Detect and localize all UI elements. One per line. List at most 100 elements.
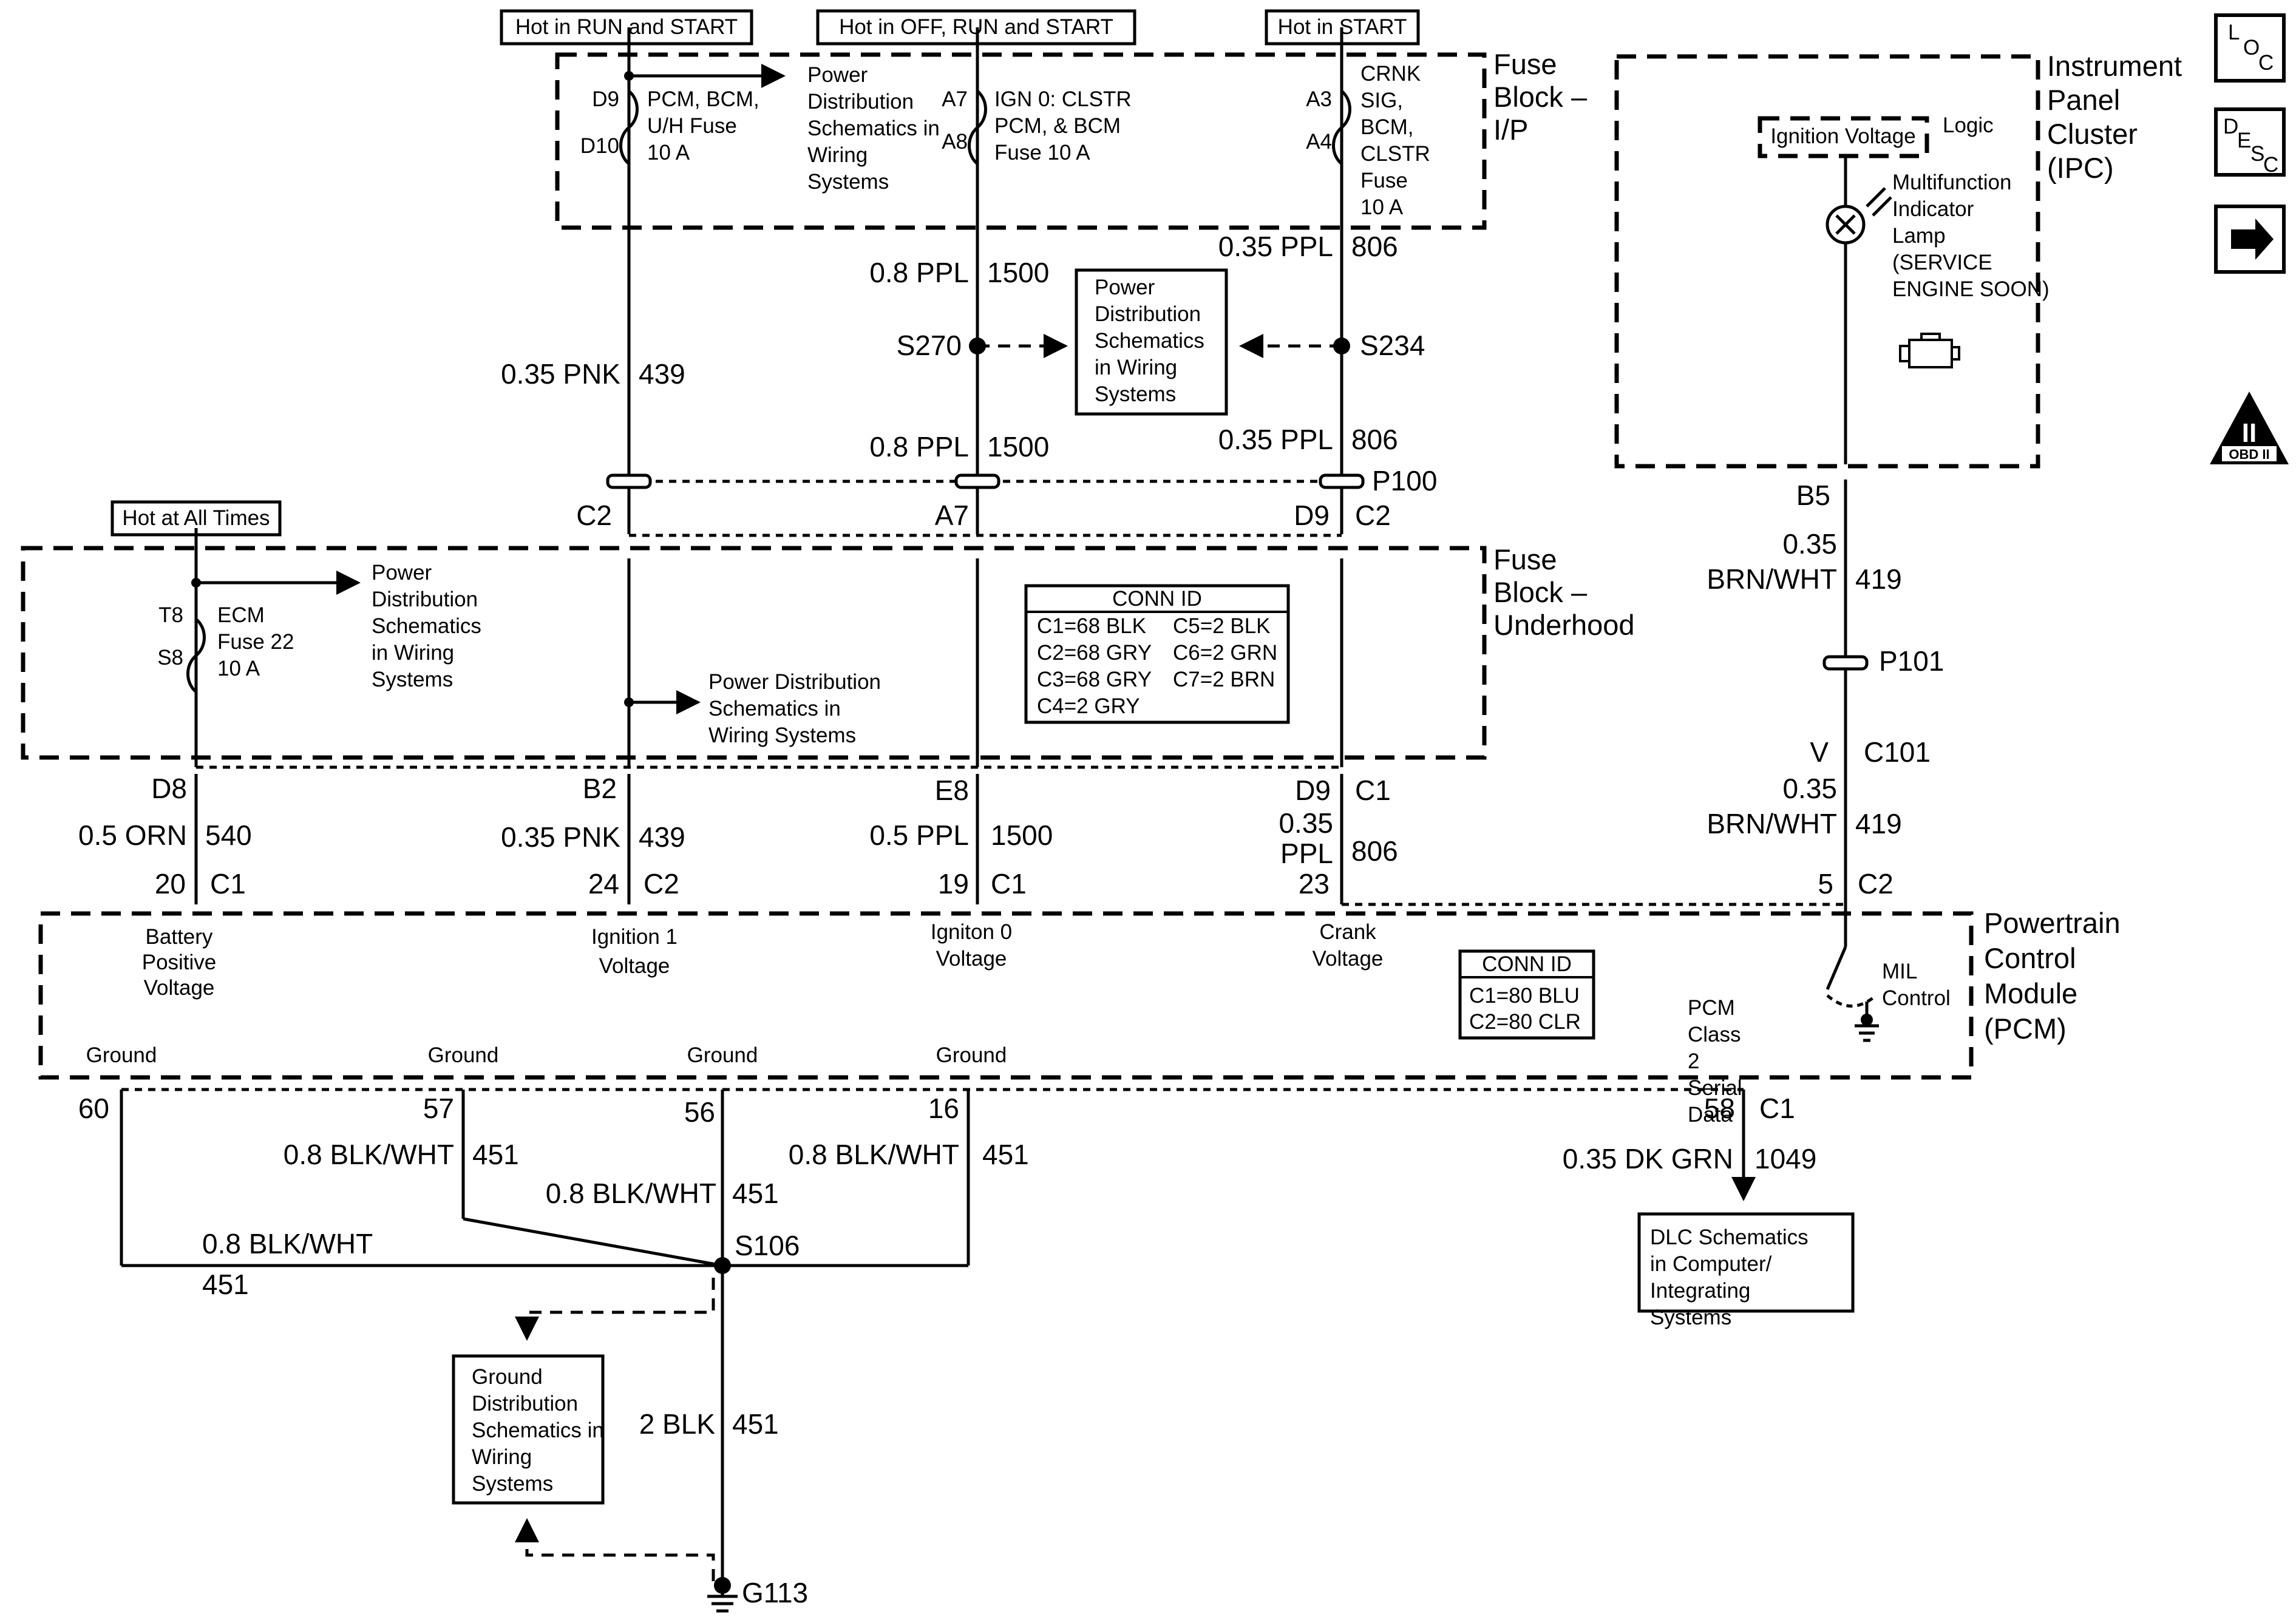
pin-24: 24 bbox=[588, 868, 619, 900]
wire-439-upper-gauge: 0.35 PNK bbox=[501, 358, 620, 390]
wire-1500-upper-circuit: 1500 bbox=[987, 257, 1049, 288]
loc-icon: L O C bbox=[2214, 13, 2286, 83]
conn-id-fuse-cell: C6=2 GRN bbox=[1173, 641, 1277, 665]
loc-icon-letter: O bbox=[2243, 36, 2260, 59]
fuse-ign0-icon bbox=[968, 90, 987, 165]
connector-p101 bbox=[1822, 655, 1869, 671]
label-line: Instrument bbox=[2047, 50, 2182, 82]
wire-1500-lower-gauge: 0.5 PPL bbox=[869, 819, 969, 851]
connector-c101-label: C101 bbox=[1864, 736, 1931, 768]
label-line: 0.35 bbox=[1279, 807, 1333, 839]
wire-451-56-circuit: 451 bbox=[732, 1178, 779, 1209]
label-line: Positive bbox=[142, 951, 217, 974]
label-line: Underhood bbox=[1493, 609, 1635, 641]
label-line: Battery bbox=[146, 925, 213, 949]
wire-451-main-circuit: 451 bbox=[732, 1408, 779, 1440]
label-line: Distribution bbox=[807, 90, 914, 114]
pin-5: 5 bbox=[1818, 868, 1833, 900]
label-hot-start: Hot in START bbox=[1278, 15, 1407, 39]
label-line: Indicator bbox=[1892, 197, 1974, 221]
wire-806-upper-gauge: 0.35 PPL bbox=[1218, 231, 1333, 262]
label-line: 2 bbox=[1688, 1049, 1699, 1073]
wire-451-60-gauge: 0.8 BLK/WHT bbox=[202, 1228, 373, 1259]
label-line: (SERVICE bbox=[1892, 251, 1992, 274]
conn-c2-ip-806: C2 bbox=[1355, 500, 1391, 531]
pcm-ground-label: Ground bbox=[428, 1043, 499, 1067]
label-line: in Computer/ bbox=[1650, 1252, 1772, 1276]
label-line: Block – bbox=[1493, 576, 1588, 608]
conn-c1-58: C1 bbox=[1759, 1093, 1795, 1124]
fuse-ign0-term-a: A7 bbox=[942, 87, 968, 111]
fuse-crnk-term-b: A4 bbox=[1306, 130, 1332, 154]
label-line: Schematics in bbox=[807, 117, 940, 140]
label-line: Ignition 1 bbox=[591, 925, 678, 949]
conn-id-fuse-cell: C1=68 BLK bbox=[1037, 614, 1146, 638]
ignition-voltage-box bbox=[1758, 116, 1929, 158]
label-line: Schematics in bbox=[708, 697, 841, 720]
label-line: SIG, bbox=[1360, 89, 1403, 112]
wire-451-57-gauge: 0.8 BLK/WHT bbox=[284, 1139, 454, 1170]
fuse-pcm-term-a: D9 bbox=[592, 87, 619, 111]
label-line: 10 A bbox=[217, 657, 260, 680]
wire-806-mid-circuit: 806 bbox=[1351, 424, 1398, 455]
conn-b2: B2 bbox=[583, 773, 617, 804]
indicator-lamp-icon bbox=[1826, 187, 1892, 245]
fuse-ecm-term-a: T8 bbox=[158, 603, 183, 627]
label-line: Multifunction bbox=[1892, 171, 2011, 194]
conn-id-fuse-cell: C7=2 BRN bbox=[1173, 668, 1275, 691]
label-line: Powertrain bbox=[1984, 907, 2121, 939]
conn-id-fuse-cell: C4=2 GRY bbox=[1037, 694, 1140, 718]
wire-451-60-circuit: 451 bbox=[202, 1269, 249, 1300]
conn-id-pcm-title: CONN ID bbox=[1482, 952, 1572, 976]
label-line: Systems bbox=[1650, 1306, 1731, 1329]
label-line: Power Distribution bbox=[708, 670, 881, 694]
conn-d9b: D9 bbox=[1295, 775, 1331, 806]
wire-806-lower-circuit: 806 bbox=[1351, 835, 1398, 867]
conn-e8: E8 bbox=[935, 775, 969, 806]
wire-451-16-gauge: 0.8 BLK/WHT bbox=[789, 1139, 959, 1170]
pin-16: 16 bbox=[928, 1093, 959, 1124]
label-line: Ground bbox=[472, 1365, 543, 1389]
label-line: Systems bbox=[807, 170, 889, 194]
wire-1500-upper-gauge: 0.8 PPL bbox=[869, 257, 969, 288]
wire-419-lower-circuit: 419 bbox=[1855, 808, 1902, 839]
fuse-block-ip-box bbox=[555, 52, 1487, 230]
wire-1500-lower-circuit: 1500 bbox=[991, 819, 1053, 851]
label-line: Schematics bbox=[1095, 329, 1204, 353]
wire-451-57-circuit: 451 bbox=[472, 1139, 519, 1170]
label-line: Distribution bbox=[472, 1392, 578, 1415]
label-line: Power bbox=[372, 561, 432, 585]
fuse-pcm-bcm-icon bbox=[619, 90, 639, 165]
label-line: Igniton 0 bbox=[931, 920, 1012, 944]
connector-p100-label: P100 bbox=[1372, 465, 1437, 497]
label-hot-run-start: Hot in RUN and START bbox=[515, 15, 738, 39]
conn-d9: D9 bbox=[1294, 500, 1330, 531]
label-line: (PCM) bbox=[1984, 1012, 2067, 1045]
fuse-block-underhood-box bbox=[21, 546, 1487, 760]
ground-g113: G113 bbox=[742, 1577, 808, 1609]
label-line: IGN 0: CLSTR bbox=[994, 87, 1132, 111]
label-line: BCM, bbox=[1360, 115, 1414, 139]
splice-s234: S234 bbox=[1360, 330, 1425, 361]
fuse-ign0-term-b: A8 bbox=[942, 130, 968, 154]
fuse-crnk-term-a: A3 bbox=[1306, 87, 1332, 111]
conn-a7: A7 bbox=[935, 500, 969, 531]
label-line: Wiring bbox=[807, 143, 868, 167]
loc-icon-letter: L bbox=[2228, 21, 2240, 44]
label-line: Data bbox=[1688, 1103, 1733, 1127]
splice-s234-dot bbox=[1333, 337, 1350, 354]
next-arrow-icon[interactable] bbox=[2214, 205, 2286, 274]
wire-806-upper-circuit: 806 bbox=[1351, 231, 1398, 262]
wire-439-upper-circuit: 439 bbox=[639, 358, 685, 390]
splice-s270-dot bbox=[969, 337, 986, 354]
label-line: Wiring bbox=[472, 1445, 532, 1469]
label-line: Wiring Systems bbox=[708, 724, 856, 747]
